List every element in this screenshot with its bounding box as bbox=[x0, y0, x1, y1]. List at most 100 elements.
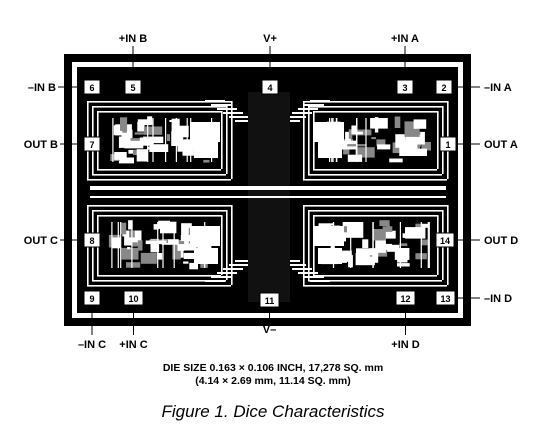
trace-line bbox=[97, 275, 221, 277]
circuit-block bbox=[118, 157, 134, 164]
bond-pad-9: 9 bbox=[83, 290, 101, 306]
bond-pad-1: 1 bbox=[439, 136, 457, 152]
circuit-block bbox=[169, 120, 176, 122]
fan-trace bbox=[217, 272, 237, 274]
pad-2-number: 2 bbox=[441, 83, 446, 93]
trace-line bbox=[165, 118, 167, 162]
fan-trace bbox=[286, 264, 306, 266]
circuit-block bbox=[121, 222, 127, 235]
trace-line bbox=[97, 111, 221, 113]
fan-trace bbox=[292, 112, 312, 114]
circuit-block bbox=[377, 230, 396, 239]
circuit-block bbox=[183, 252, 197, 259]
trace-line bbox=[308, 174, 442, 176]
die-size-line-2: (4.14 × 2.69 mm, 11.14 SQ. mm) bbox=[195, 375, 351, 387]
trace-line bbox=[111, 222, 113, 268]
pad-3-number: 3 bbox=[402, 83, 407, 93]
circuit-block bbox=[383, 243, 392, 250]
bond-pad-2: 2 bbox=[435, 79, 453, 95]
circuit-block bbox=[394, 116, 401, 128]
trace-line bbox=[226, 106, 228, 174]
center-divider-bottom bbox=[90, 196, 446, 198]
trace-line bbox=[303, 205, 305, 285]
trace-line bbox=[120, 222, 122, 268]
circuit-block bbox=[111, 237, 121, 249]
fan-trace bbox=[217, 108, 237, 110]
circuit-block bbox=[200, 261, 208, 268]
leader-lines bbox=[58, 46, 480, 335]
circuit-block bbox=[126, 262, 141, 268]
trace-line bbox=[186, 118, 188, 162]
pad-13-number: 13 bbox=[440, 294, 450, 304]
fan-trace bbox=[205, 280, 225, 282]
pad-9-number: 9 bbox=[89, 294, 94, 304]
trace-line bbox=[92, 210, 226, 212]
pin-label-in-c-pos: +IN C bbox=[119, 339, 147, 351]
circuit-block bbox=[122, 234, 126, 237]
circuit-block bbox=[137, 240, 143, 251]
circuit-block bbox=[120, 117, 128, 131]
capacitor-block bbox=[314, 122, 344, 142]
trace-line bbox=[87, 101, 231, 103]
circuit-block bbox=[137, 121, 145, 132]
circuit-block bbox=[402, 233, 416, 238]
bond-pad-10: 10 bbox=[123, 290, 144, 306]
circuit-block bbox=[203, 159, 210, 163]
circuit-block bbox=[124, 139, 144, 149]
circuit-block bbox=[149, 144, 169, 152]
trace-line bbox=[147, 118, 149, 162]
trace-line bbox=[356, 118, 358, 162]
fan-trace bbox=[298, 108, 318, 110]
capacitor-block bbox=[190, 226, 220, 246]
trace-line bbox=[221, 111, 223, 169]
circuit-block bbox=[124, 230, 142, 246]
circuit-block bbox=[375, 238, 386, 253]
circuit-block bbox=[140, 252, 157, 264]
circuit-block bbox=[121, 247, 139, 260]
fan-trace bbox=[229, 264, 249, 266]
circuit-block bbox=[122, 129, 127, 133]
trace-line bbox=[131, 222, 133, 268]
circuit-block bbox=[160, 221, 177, 234]
circuit-block bbox=[172, 245, 181, 260]
pad-4-number: 4 bbox=[267, 83, 272, 93]
circuit-block bbox=[420, 239, 428, 246]
fan-trace bbox=[304, 276, 324, 278]
circuit-block bbox=[399, 243, 408, 246]
fan-trace bbox=[310, 100, 330, 102]
pad-10-number: 10 bbox=[128, 294, 138, 304]
bond-pad-4: 4 bbox=[261, 79, 279, 95]
circuit-block bbox=[137, 119, 153, 126]
circuit-block bbox=[347, 154, 363, 162]
pad-12-number: 12 bbox=[400, 294, 410, 304]
circuit-block bbox=[345, 131, 351, 141]
trace-line bbox=[313, 169, 437, 171]
circuit-block bbox=[136, 149, 148, 162]
trace-line bbox=[303, 205, 447, 207]
circuit-block bbox=[370, 118, 388, 129]
pad-5-number: 5 bbox=[130, 83, 135, 93]
trace-line bbox=[350, 222, 352, 268]
circuit-block bbox=[379, 220, 390, 226]
pin-label-in-a-pos: +IN A bbox=[391, 33, 419, 45]
circuit-block bbox=[382, 226, 393, 232]
trace-line bbox=[152, 118, 154, 162]
trace-line bbox=[303, 285, 447, 287]
pin-label-v-minus: V– bbox=[263, 324, 276, 336]
trace-line bbox=[221, 215, 223, 275]
pad-1-number: 1 bbox=[445, 140, 450, 150]
pin-label-out-b: OUT B bbox=[24, 139, 58, 151]
circuit-block bbox=[394, 248, 410, 260]
pad-7-number: 7 bbox=[89, 140, 94, 150]
pin-label-in-b-neg: –IN B bbox=[28, 82, 56, 94]
pad-11-number: 11 bbox=[265, 296, 275, 306]
trace-line bbox=[92, 280, 226, 282]
trace-line bbox=[87, 179, 231, 181]
circuit-block bbox=[180, 235, 196, 242]
circuit-block bbox=[131, 242, 138, 247]
capacitor-block bbox=[190, 122, 220, 142]
circuit-block bbox=[356, 248, 376, 256]
circuit-block bbox=[355, 131, 363, 135]
trace-line bbox=[313, 275, 437, 277]
